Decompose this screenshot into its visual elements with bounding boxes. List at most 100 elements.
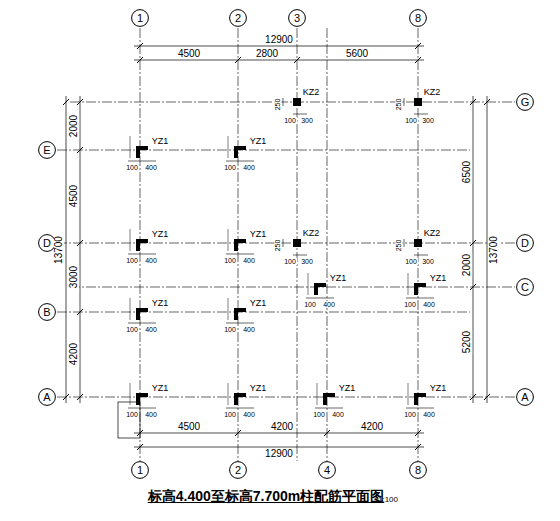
column-label: 400 bbox=[322, 301, 336, 308]
column-label: YZ1 bbox=[249, 384, 268, 393]
axis-bubble: A bbox=[516, 388, 534, 406]
column-section bbox=[136, 393, 148, 405]
axis-bubble: 3 bbox=[288, 9, 306, 27]
dimension-line bbox=[226, 161, 254, 162]
dimension-line bbox=[128, 323, 156, 324]
column-label: YZ1 bbox=[151, 137, 170, 146]
dimension-tick bbox=[235, 57, 241, 63]
column-label: 400 bbox=[242, 164, 256, 171]
column-label: 400 bbox=[242, 411, 256, 418]
dimension-text: 4200 bbox=[360, 422, 384, 432]
bubble-circle bbox=[230, 462, 247, 479]
axis-line bbox=[57, 397, 515, 398]
axis-bubble: 4 bbox=[318, 461, 336, 479]
axis-number: C bbox=[516, 278, 534, 296]
axis-number: 1 bbox=[131, 9, 149, 27]
column-label: KZ2 bbox=[423, 229, 442, 238]
axis-number: 3 bbox=[288, 9, 306, 27]
axis-number: 2 bbox=[229, 461, 247, 479]
dimension-line bbox=[414, 114, 428, 115]
column-label: 100 bbox=[223, 164, 237, 171]
bubble-circle bbox=[132, 462, 149, 479]
axis-number: 8 bbox=[409, 9, 427, 27]
bubble-circle bbox=[289, 10, 306, 27]
column-label: 100 bbox=[404, 258, 418, 265]
column-section bbox=[323, 393, 335, 405]
dimension-text: 5200 bbox=[462, 330, 472, 354]
leader-line bbox=[228, 136, 229, 158]
axis-bubble: 8 bbox=[409, 461, 427, 479]
axis-bubble: A bbox=[38, 388, 56, 406]
leader-line bbox=[408, 383, 409, 405]
dimension-text: 2800 bbox=[255, 49, 279, 59]
column-label: KZ2 bbox=[423, 88, 442, 97]
column-label: KZ2 bbox=[302, 88, 321, 97]
column-section bbox=[136, 308, 148, 320]
bubble-circle bbox=[410, 462, 427, 479]
bubble-circle bbox=[517, 94, 534, 111]
dimension-line bbox=[134, 447, 424, 448]
dimension-tick bbox=[63, 394, 69, 400]
axis-bubble: 2 bbox=[229, 9, 247, 27]
column-section bbox=[234, 146, 246, 158]
axis-bubble: G bbox=[516, 93, 534, 111]
axis-number: A bbox=[38, 388, 56, 406]
column-section bbox=[414, 393, 426, 405]
dimension-line bbox=[226, 408, 254, 409]
column-label: 100 bbox=[312, 411, 326, 418]
dimension-tick bbox=[415, 444, 421, 450]
column-label: 300 bbox=[421, 258, 435, 265]
dimension-line bbox=[487, 96, 488, 403]
leader-line bbox=[130, 229, 131, 251]
leader-line bbox=[228, 383, 229, 405]
column-section bbox=[414, 98, 422, 106]
axis-bubble: C bbox=[516, 278, 534, 296]
bubble-circle bbox=[517, 235, 534, 252]
dimension-text: 4200 bbox=[270, 422, 294, 432]
dimension-line bbox=[315, 408, 343, 409]
dimension-line bbox=[134, 60, 424, 61]
dimension-tick bbox=[415, 57, 421, 63]
dimension-tick bbox=[137, 57, 143, 63]
column-label: YZ1 bbox=[151, 384, 170, 393]
column-label: YZ1 bbox=[329, 274, 348, 283]
axis-number: G bbox=[516, 93, 534, 111]
column-section bbox=[314, 283, 326, 295]
dimension-tick bbox=[484, 394, 490, 400]
dimension-line bbox=[80, 96, 81, 403]
column-label: 100 bbox=[125, 257, 139, 264]
column-section bbox=[234, 393, 246, 405]
column-label: 250 bbox=[396, 97, 403, 111]
dimension-line bbox=[414, 255, 428, 256]
column-label: 400 bbox=[242, 326, 256, 333]
column-section bbox=[234, 239, 246, 251]
axis-number: D bbox=[516, 234, 534, 252]
bubble-circle bbox=[517, 279, 534, 296]
column-label: 400 bbox=[144, 326, 158, 333]
drawing-title: 标高4.400至标高7.700m柱配筋平面图 bbox=[148, 488, 385, 505]
dimension-tick bbox=[77, 309, 83, 315]
dimension-tick bbox=[484, 99, 490, 105]
column-label: 300 bbox=[421, 117, 435, 124]
column-label: 100 bbox=[303, 301, 317, 308]
column-section bbox=[136, 146, 148, 158]
dimension-tick bbox=[63, 99, 69, 105]
bubble-circle bbox=[319, 462, 336, 479]
column-label: YZ1 bbox=[429, 274, 448, 283]
axis-bubble: 8 bbox=[409, 9, 427, 27]
column-label: 250 bbox=[396, 238, 403, 252]
dimension-tick bbox=[77, 147, 83, 153]
column-label: 100 bbox=[283, 258, 297, 265]
column-label: 250 bbox=[275, 97, 282, 111]
axis-number: 4 bbox=[318, 461, 336, 479]
column-label: 100 bbox=[223, 411, 237, 418]
dimension-tick bbox=[470, 99, 476, 105]
bubble-circle bbox=[517, 389, 534, 406]
dimension-tick bbox=[470, 240, 476, 246]
dimension-text: 12900 bbox=[264, 35, 294, 45]
column-label: 400 bbox=[331, 411, 345, 418]
dimension-line bbox=[473, 96, 474, 403]
dimension-line bbox=[306, 298, 334, 299]
column-label: 100 bbox=[223, 257, 237, 264]
